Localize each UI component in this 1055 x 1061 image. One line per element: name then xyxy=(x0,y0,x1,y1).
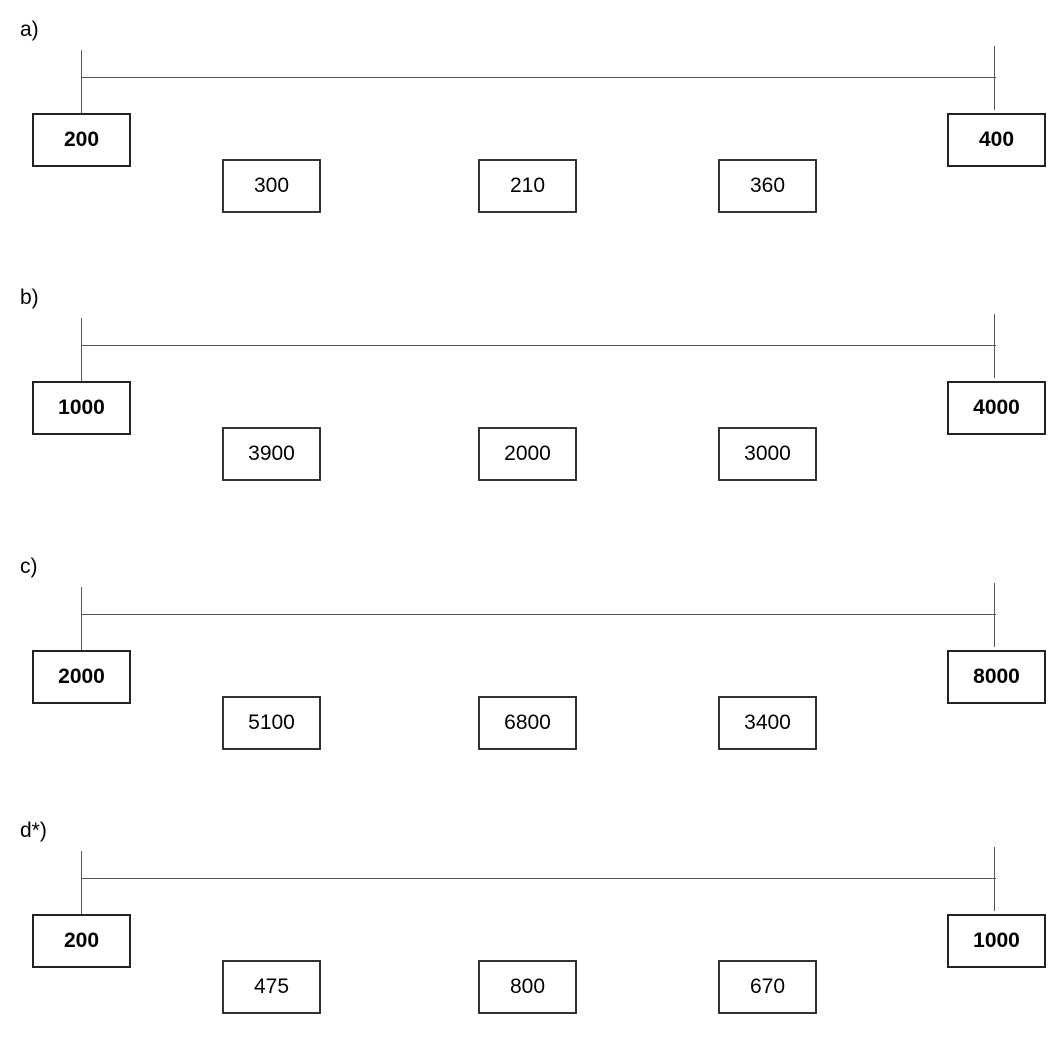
number-line xyxy=(82,345,996,346)
value-card[interactable]: 800 xyxy=(478,960,577,1014)
value-card[interactable]: 210 xyxy=(478,159,577,213)
value-card[interactable]: 2000 xyxy=(478,427,577,481)
end-value-box: 4000 xyxy=(947,381,1046,435)
number-line-start-tick xyxy=(81,851,82,915)
number-line xyxy=(82,614,996,615)
end-value-box: 400 xyxy=(947,113,1046,167)
number-line-end-tick xyxy=(994,46,995,110)
value-card[interactable]: 6800 xyxy=(478,696,577,750)
exercise-label: a) xyxy=(20,18,39,41)
number-line-exercise-a: a) 200 400 300 210 360 xyxy=(0,0,1055,260)
exercise-label: b) xyxy=(20,286,39,309)
number-line-start-tick xyxy=(81,318,82,382)
value-card[interactable]: 3000 xyxy=(718,427,817,481)
value-card[interactable]: 300 xyxy=(222,159,321,213)
number-line-end-tick xyxy=(994,847,995,911)
number-line-start-tick xyxy=(81,50,82,114)
exercise-label: d*) xyxy=(20,819,47,842)
value-card[interactable]: 3400 xyxy=(718,696,817,750)
number-line-exercise-d: d*) 200 1000 475 800 670 xyxy=(0,801,1055,1061)
number-line-end-tick xyxy=(994,314,995,378)
start-value-box: 2000 xyxy=(32,650,131,704)
value-card[interactable]: 475 xyxy=(222,960,321,1014)
start-value-box: 200 xyxy=(32,914,131,968)
exercise-label: c) xyxy=(20,555,38,578)
number-line xyxy=(82,77,996,78)
start-value-box: 200 xyxy=(32,113,131,167)
number-line-exercise-b: b) 1000 4000 3900 2000 3000 xyxy=(0,268,1055,528)
value-card[interactable]: 360 xyxy=(718,159,817,213)
number-line-start-tick xyxy=(81,587,82,651)
value-card[interactable]: 5100 xyxy=(222,696,321,750)
number-line-exercise-c: c) 2000 8000 5100 6800 3400 xyxy=(0,537,1055,797)
number-line-end-tick xyxy=(994,583,995,647)
start-value-box: 1000 xyxy=(32,381,131,435)
number-line xyxy=(82,878,996,879)
value-card[interactable]: 3900 xyxy=(222,427,321,481)
value-card[interactable]: 670 xyxy=(718,960,817,1014)
end-value-box: 8000 xyxy=(947,650,1046,704)
end-value-box: 1000 xyxy=(947,914,1046,968)
